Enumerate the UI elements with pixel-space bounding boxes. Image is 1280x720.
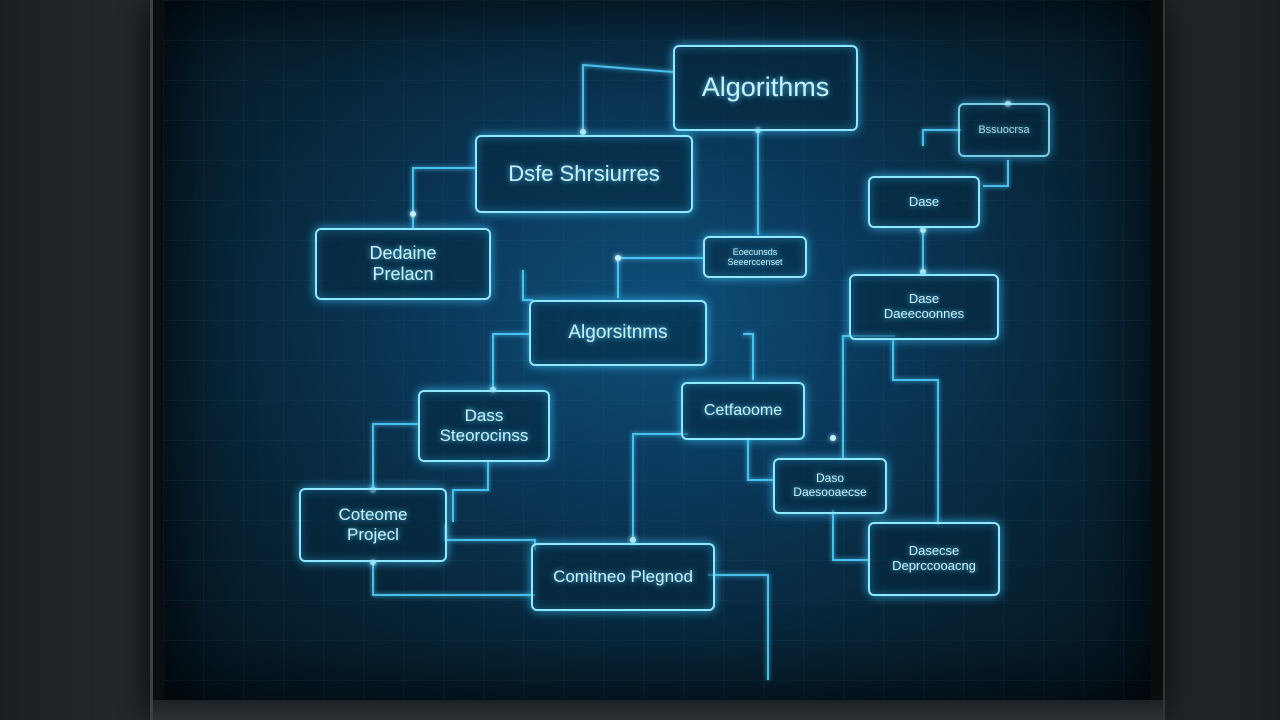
connector-line	[892, 340, 939, 525]
diagram-node-top-right-small: Bssuocrsa	[958, 103, 1050, 157]
connector-line	[832, 510, 868, 561]
diagram-node-data-lower-right: Daso Daesooaecse	[773, 458, 887, 514]
diagram-node-cetfaoome: Cetfaoome	[681, 382, 805, 440]
connector-line	[582, 63, 674, 132]
connector-node-dot	[410, 211, 416, 217]
connector-line	[522, 270, 533, 301]
connector-line	[492, 333, 529, 390]
monitor: Algorithms Dsfe Shrsiurres Dedaine Prela…	[150, 0, 1165, 720]
connector-line	[922, 129, 961, 146]
connector-line	[372, 562, 535, 596]
monitor-screen: Algorithms Dsfe Shrsiurres Dedaine Prela…	[163, 0, 1151, 700]
diagram-connectors	[370, 63, 1011, 680]
diagram-node-algorithms-middle: Algorsitnms	[529, 300, 707, 366]
connector-line	[444, 524, 536, 550]
connector-line	[983, 160, 1009, 187]
connector-node-dot	[580, 129, 586, 135]
diagram-node-mini-label: Eoecunsds Seeerccenset	[703, 236, 807, 278]
diagram-node-data-connections: Dase Daeecoonnes	[849, 274, 999, 340]
diagram-node-data-structures: Dsfe Shrsiurres	[475, 135, 693, 213]
connector-line	[747, 438, 773, 481]
connector-node-dot	[615, 255, 621, 261]
connector-node-dot	[630, 537, 636, 543]
connector-node-dot	[920, 227, 926, 233]
connector-line	[632, 433, 688, 545]
diagram-node-completed-project: Comitneo Plegnod	[531, 543, 715, 611]
diagram-node-complete-project: Coteome Projecl	[299, 488, 447, 562]
diagram-node-database-project: Dedaine Prelacn	[315, 228, 491, 300]
diagram-node-data-processing: Dasecse Deprccooacng	[868, 522, 1000, 596]
diagram-node-data-small: Dase	[868, 176, 980, 228]
connector-line	[617, 257, 703, 298]
connector-line	[372, 423, 418, 490]
diagram-node-data-structures-small: Dass Steorocinss	[418, 390, 550, 462]
connector-line	[842, 335, 895, 460]
connector-line	[452, 460, 489, 522]
diagram-node-algorithms-top: Algorithms	[673, 45, 858, 131]
connector-node-dot	[830, 435, 836, 441]
connector-line	[412, 167, 475, 228]
connector-line	[743, 333, 754, 380]
connector-node-dot	[920, 269, 926, 275]
connector-line	[708, 574, 769, 680]
monitor-bottom-bezel	[153, 700, 1163, 720]
